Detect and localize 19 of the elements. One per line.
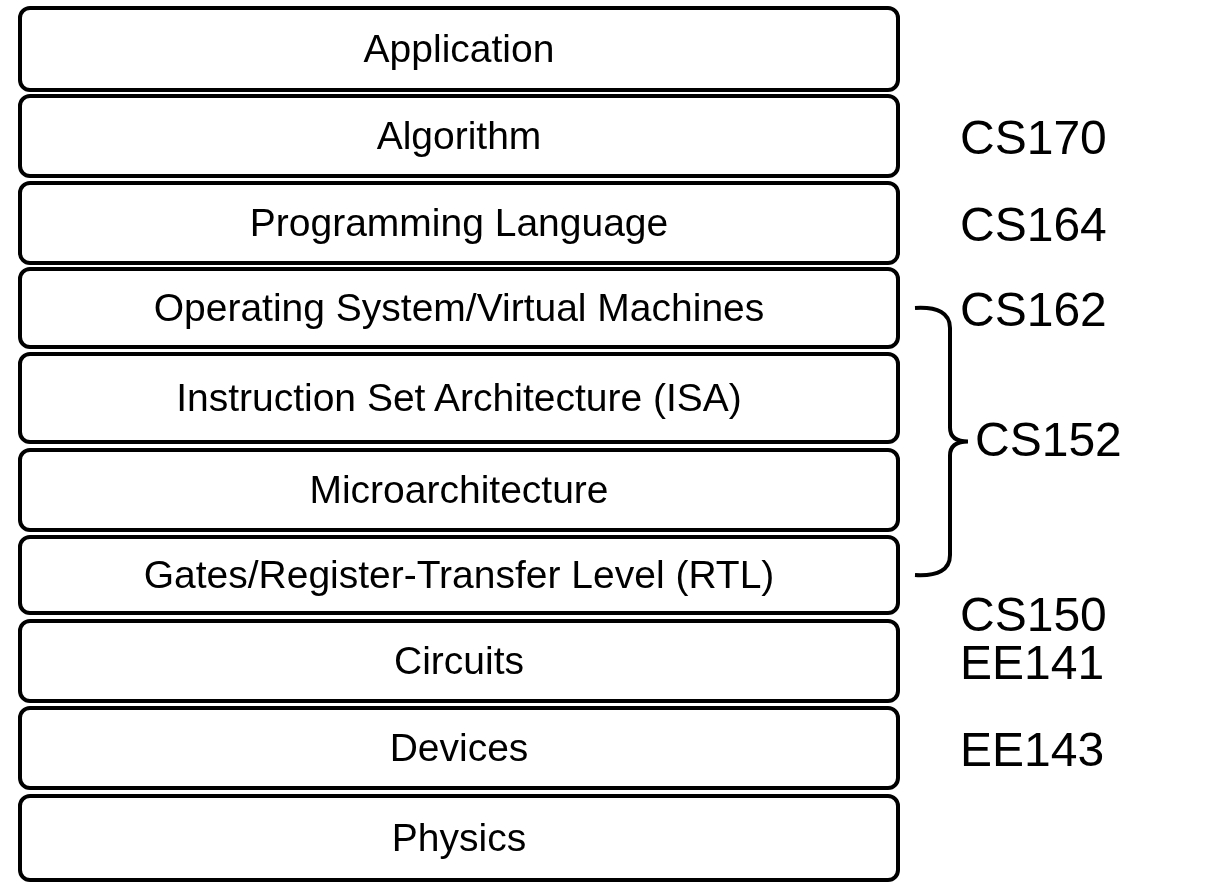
layer-label: Microarchitecture: [309, 468, 609, 512]
course-code: CS164: [960, 197, 1107, 252]
course-code: CS152: [975, 411, 1122, 467]
layer-box: [18, 794, 900, 882]
layer-label: Instruction Set Architecture (ISA): [176, 376, 742, 420]
course-code: CS170: [960, 110, 1107, 165]
layer-box: [18, 448, 900, 532]
layer-label: Application: [363, 27, 555, 71]
layer-label: Gates/Register-Transfer Level (RTL): [143, 553, 775, 597]
layer-label: Circuits: [394, 639, 524, 683]
layer-label: Devices: [389, 726, 529, 770]
layer-label: Programming Language: [249, 201, 669, 245]
course-code: CS162: [960, 282, 1107, 337]
layer-box: [18, 352, 900, 444]
layer-box: [18, 6, 900, 92]
layer-label: Physics: [391, 816, 527, 860]
course-code: EE143: [960, 722, 1105, 777]
layer-label: Operating System/Virtual Machines: [153, 286, 765, 330]
layer-label: Algorithm: [376, 114, 542, 158]
